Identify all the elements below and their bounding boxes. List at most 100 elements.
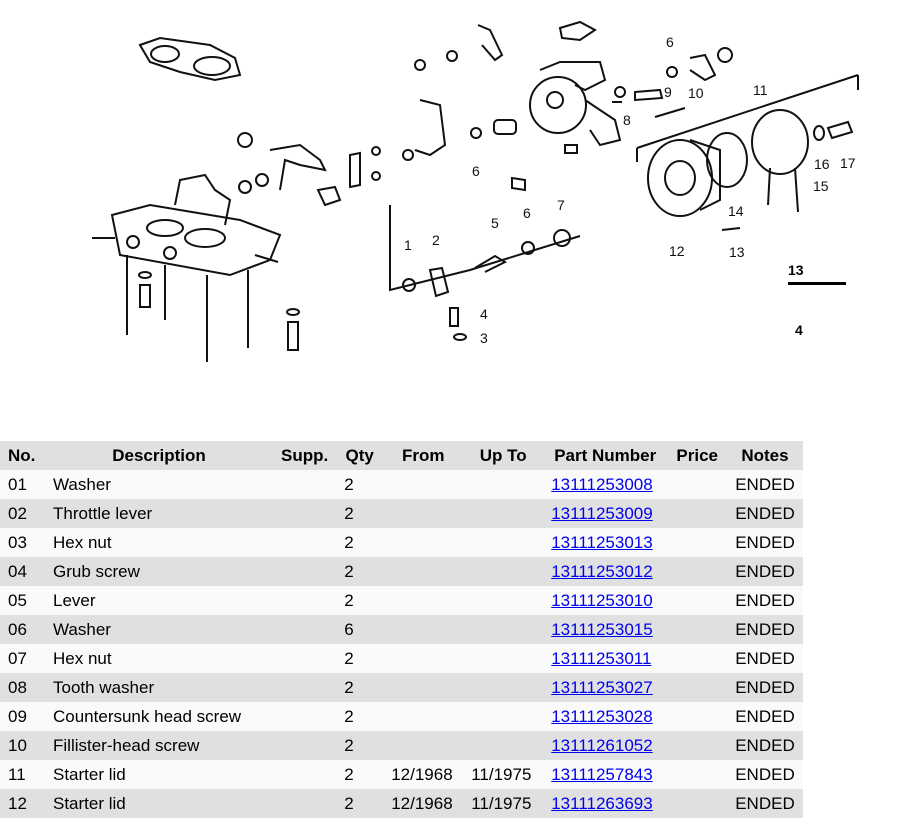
header-part-number: Part Number (543, 441, 668, 470)
callout-14: 14 (728, 203, 744, 219)
starter-cover-parts (647, 109, 854, 231)
row-price (667, 702, 728, 731)
row-qty: 2 (336, 731, 384, 760)
row-qty: 2 (336, 470, 384, 499)
row-supp (273, 702, 337, 731)
row-from (383, 528, 464, 557)
part-number-link[interactable]: 13111253015 (551, 619, 653, 639)
row-up-to (463, 644, 544, 673)
row-description: Starter lid (45, 760, 273, 789)
row-from (383, 702, 464, 731)
row-price (667, 731, 728, 760)
row-up-to (463, 702, 544, 731)
part-number-link[interactable]: 13111253013 (551, 532, 653, 552)
header-from: From (383, 441, 464, 470)
row-no: 11 (0, 760, 45, 789)
fraction-divider (788, 282, 846, 285)
row-description: Hex nut (45, 528, 273, 557)
header-price: Price (667, 441, 728, 470)
row-supp (273, 760, 337, 789)
callout-8: 8 (623, 112, 631, 128)
row-notes: ENDED (727, 586, 803, 615)
callout-6: 6 (523, 205, 531, 221)
row-from (383, 499, 464, 528)
row-from: 12/1968 (383, 760, 464, 789)
row-no: 01 (0, 470, 45, 499)
row-part-number: 13111263693 (543, 789, 668, 818)
row-qty: 2 (336, 557, 384, 586)
row-part-number: 13111253009 (543, 499, 668, 528)
row-qty: 2 (336, 673, 384, 702)
carburetor-housing-part (529, 20, 626, 154)
callout-1: 1 (404, 237, 412, 253)
group-number: 13 (788, 262, 804, 278)
part-number-link[interactable]: 13111253012 (551, 561, 653, 581)
row-part-number: 13111261052 (543, 731, 668, 760)
row-from (383, 470, 464, 499)
callout-16: 16 (814, 156, 830, 172)
parts-table: No. Description Supp. Qty From Up To Par… (0, 441, 803, 818)
row-price (667, 557, 728, 586)
row-from: 12/1968 (383, 789, 464, 818)
row-description: Throttle lever (45, 499, 273, 528)
part-number-link[interactable]: 13111261052 (551, 735, 653, 755)
row-part-number: 13111253028 (543, 702, 668, 731)
row-from (383, 557, 464, 586)
row-part-number: 13111253015 (543, 615, 668, 644)
part-number-link[interactable]: 13111253010 (551, 590, 653, 610)
row-up-to: 11/1975 (463, 760, 544, 789)
header-no: No. (0, 441, 45, 470)
part-number-link[interactable]: 13111253027 (551, 677, 653, 697)
callout-6: 6 (666, 34, 674, 50)
part-number-link[interactable]: 13111253028 (551, 706, 653, 726)
exploded-view-drawing: 1 2 3 4 5 6 6 6 7 8 9 10 11 12 13 14 15 … (92, 20, 859, 362)
row-notes: ENDED (727, 789, 803, 818)
row-qty: 2 (336, 760, 384, 789)
row-notes: ENDED (727, 557, 803, 586)
callout-17: 17 (840, 155, 856, 171)
row-part-number: 13111257843 (543, 760, 668, 789)
part-number-link[interactable]: 13111257843 (551, 764, 653, 784)
row-part-number: 13111253012 (543, 557, 668, 586)
row-supp (273, 470, 337, 499)
row-price (667, 673, 728, 702)
callout-3: 3 (480, 330, 488, 346)
row-supp (273, 615, 337, 644)
row-up-to (463, 731, 544, 760)
row-qty: 6 (336, 615, 384, 644)
row-from (383, 644, 464, 673)
throttle-body-part (92, 173, 300, 362)
callout-7: 7 (557, 197, 565, 213)
row-price (667, 586, 728, 615)
row-qty: 2 (336, 499, 384, 528)
row-supp (273, 499, 337, 528)
row-supp (273, 789, 337, 818)
part-number-link[interactable]: 13111253008 (551, 474, 653, 494)
row-no: 06 (0, 615, 45, 644)
callout-9: 9 (664, 84, 672, 100)
linkage-parts (237, 24, 526, 207)
row-up-to (463, 673, 544, 702)
row-qty: 2 (336, 528, 384, 557)
row-part-number: 13111253027 (543, 673, 668, 702)
row-no: 05 (0, 586, 45, 615)
header-description: Description (45, 441, 273, 470)
row-description: Tooth washer (45, 673, 273, 702)
row-from (383, 731, 464, 760)
callout-12: 12 (669, 243, 685, 259)
row-qty: 2 (336, 586, 384, 615)
part-number-link[interactable]: 13111253009 (551, 503, 653, 523)
row-notes: ENDED (727, 702, 803, 731)
part-number-link[interactable]: 13111263693 (551, 793, 653, 813)
row-price (667, 789, 728, 818)
part-number-link[interactable]: 13111253011 (551, 648, 652, 668)
callout-15: 15 (813, 178, 829, 194)
row-qty: 2 (336, 644, 384, 673)
parts-diagram: 1 2 3 4 5 6 6 6 7 8 9 10 11 12 13 14 15 … (0, 0, 913, 400)
